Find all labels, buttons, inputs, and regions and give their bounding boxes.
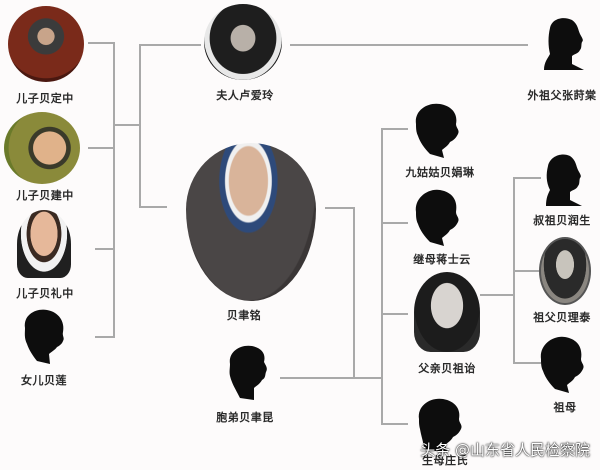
- person-label: 夫人卢爱玲: [216, 89, 274, 102]
- silhouette-icon: [544, 18, 584, 70]
- connector: [95, 336, 114, 338]
- person-label: 叔祖贝润生: [533, 214, 591, 227]
- connector: [280, 377, 382, 379]
- connector: [513, 362, 541, 364]
- connector: [113, 124, 140, 126]
- person-label: 生母庄氏: [422, 454, 468, 467]
- person-label: 女儿贝莲: [21, 374, 67, 387]
- connector: [381, 128, 383, 424]
- connector: [88, 147, 114, 149]
- person-label: 祖母: [553, 401, 577, 414]
- silhouette-icon: [546, 154, 582, 206]
- connector: [381, 222, 408, 224]
- portrait-photo: [414, 272, 480, 352]
- person-label: 九姑姑贝娟琳: [405, 166, 475, 179]
- connector: [513, 270, 541, 272]
- connector: [381, 423, 408, 425]
- silhouette-icon: [24, 309, 64, 364]
- connector: [480, 294, 514, 296]
- person-label: 胞弟贝聿昆: [216, 411, 274, 424]
- portrait-photo: [186, 143, 316, 301]
- connector: [381, 128, 408, 130]
- connector: [113, 42, 115, 338]
- silhouette-icon: [415, 189, 459, 246]
- connector: [139, 206, 167, 208]
- connector: [513, 177, 541, 179]
- watermark: 头条 @山东省人民检察院: [420, 441, 590, 459]
- connector: [139, 44, 141, 208]
- connector: [290, 44, 528, 46]
- connector: [139, 44, 201, 46]
- portrait-photo: [204, 4, 282, 80]
- portrait-photo: [17, 210, 71, 278]
- connector: [381, 313, 408, 315]
- silhouette-icon: [229, 345, 267, 400]
- connector: [95, 248, 114, 250]
- person-label: 儿子贝建中: [16, 189, 74, 202]
- portrait-photo: [539, 237, 591, 305]
- silhouette-icon: [415, 103, 459, 158]
- person-label: 儿子贝定中: [16, 92, 74, 105]
- silhouette-icon: [540, 336, 584, 393]
- connector: [325, 207, 354, 209]
- person-label: 继母蒋士云: [413, 253, 471, 266]
- silhouette-icon: [418, 398, 462, 451]
- person-label: 儿子贝礼中: [16, 287, 74, 300]
- portrait-photo: [4, 112, 80, 184]
- portrait-photo: [8, 6, 84, 82]
- person-label: 贝聿铭: [226, 309, 262, 322]
- person-label: 外祖父张莳棠: [527, 89, 597, 102]
- person-label: 父亲贝祖诒: [418, 362, 476, 375]
- connector: [353, 207, 355, 378]
- person-label: 祖父贝理泰: [533, 311, 591, 324]
- connector: [88, 42, 114, 44]
